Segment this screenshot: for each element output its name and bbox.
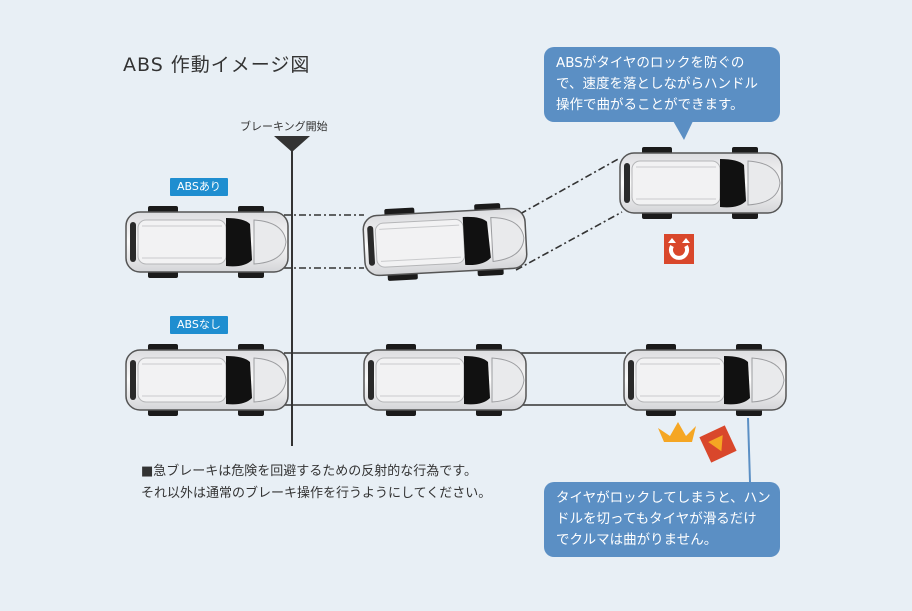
page-title: ABS 作動イメージ図 xyxy=(123,54,311,76)
car-icon xyxy=(361,201,529,283)
callout-line: タイヤがロックしてしまうと、ハン xyxy=(556,490,771,506)
footnote-line: ■急ブレーキは危険を回避するための反射的な行為です。 xyxy=(141,464,477,479)
car-icon xyxy=(623,343,787,417)
safe-turn-icon xyxy=(664,234,694,264)
callout-line: でクルマは曲がりません。 xyxy=(556,532,718,548)
car-icon xyxy=(619,146,783,220)
car-icon xyxy=(125,205,289,279)
footnote: ■急ブレーキは危険を回避するための反射的な行為です。 それ以外は通常のブレーキ操… xyxy=(141,461,491,505)
tag-with-abs: ABSあり xyxy=(170,178,228,196)
braking-start-marker xyxy=(274,136,310,152)
callout-without-abs: タイヤがロックしてしまうと、ハン ドルを切ってもタイヤが滑るだけ でクルマは曲が… xyxy=(544,482,780,557)
abs-path-lines xyxy=(284,157,623,271)
footnote-line: それ以外は通常のブレーキ操作を行うようにしてください。 xyxy=(141,486,492,501)
warning-icon xyxy=(699,425,737,463)
car-icon xyxy=(363,343,527,417)
callout-line: で、速度を落としながらハンドル xyxy=(556,76,758,92)
braking-start-label: ブレーキング開始 xyxy=(240,120,328,133)
callout-with-abs: ABSがタイヤのロックを防ぐの で、速度を落としながらハンドル 操作で曲がること… xyxy=(544,47,780,122)
tag-without-abs: ABSなし xyxy=(170,316,228,334)
callout-line: 操作で曲がることができます。 xyxy=(556,97,744,113)
skid-burst-icon xyxy=(658,422,696,442)
callout-line: ABSがタイヤのロックを防ぐの xyxy=(556,55,745,71)
car-icon xyxy=(125,343,289,417)
callout-line: ドルを切ってもタイヤが滑るだけ xyxy=(556,511,757,527)
